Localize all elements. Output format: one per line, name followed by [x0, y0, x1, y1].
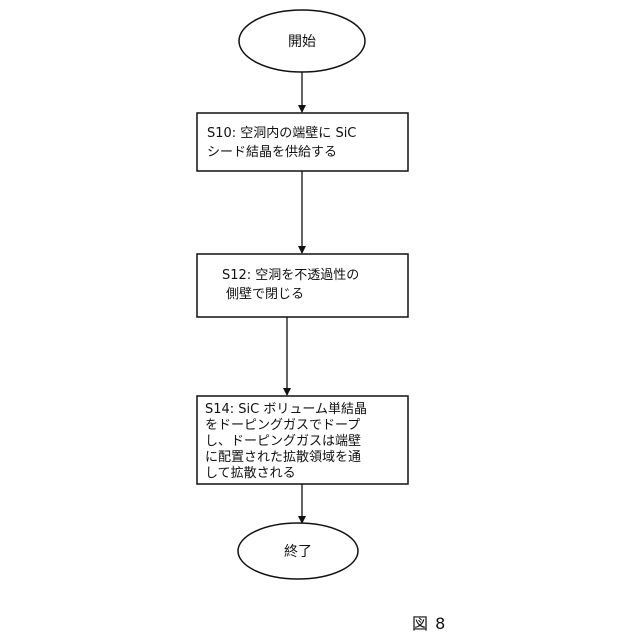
- step-s12: S12: 空洞を不透過性の 側壁で閉じる: [197, 254, 408, 317]
- step-s10-line-2: シード結晶を供給する: [207, 145, 337, 160]
- step-s14: S14: SiC ボリューム単結晶 をドーピングガスでドープ し、ドーピングガス…: [197, 396, 408, 484]
- step-s12-box: [197, 254, 408, 317]
- step-s10-box: [197, 113, 408, 171]
- step-s10-line-1: S10: 空洞内の端壁に SiC: [207, 125, 356, 141]
- start-terminal: 開始: [239, 10, 365, 72]
- step-s14-line-4: に配置された拡散領域を通: [205, 449, 361, 465]
- figure-label: 図 8: [412, 610, 446, 634]
- step-s14-line-3: し、ドーピングガスは端壁: [205, 434, 361, 449]
- step-s14-line-2: をドーピングガスでドープ: [205, 418, 360, 433]
- end-terminal: 終了: [238, 523, 358, 579]
- step-s10: S10: 空洞内の端壁に SiC シード結晶を供給する: [197, 113, 408, 171]
- step-s12-line-2: 側壁で閉じる: [226, 287, 304, 302]
- end-label: 終了: [284, 544, 312, 560]
- step-s12-line-1: S12: 空洞を不透過性の: [222, 268, 359, 283]
- start-label: 開始: [288, 34, 316, 50]
- step-s14-line-5: して拡散される: [205, 466, 296, 481]
- step-s14-line-1: S14: SiC ボリューム単結晶: [205, 401, 367, 417]
